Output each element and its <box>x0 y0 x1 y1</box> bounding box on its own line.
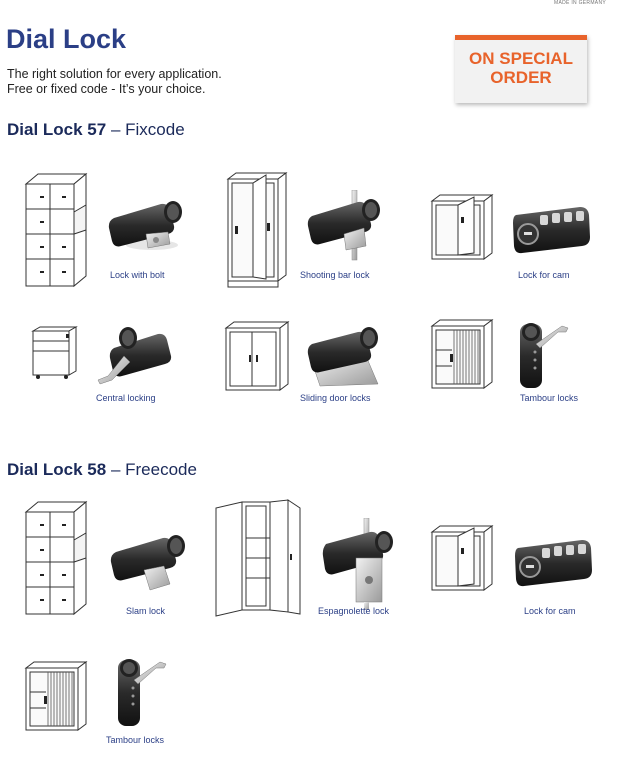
badge-line-1: ON SPECIAL <box>469 49 573 68</box>
dial-lock-espagnolette-image <box>322 518 393 610</box>
item-57-1-caption: Lock with bolt <box>110 270 165 280</box>
badge-text: ON SPECIAL ORDER <box>455 49 587 87</box>
item-57-5-caption: Sliding door locks <box>300 393 371 403</box>
low-cabinet-icon <box>430 525 494 591</box>
dial-lock-tambour-image <box>520 323 569 388</box>
locker-cabinet-icon <box>24 500 88 616</box>
locker-cabinet-icon <box>24 172 88 288</box>
section-57-model: Dial Lock 57 <box>7 120 107 139</box>
section-58-variant: – Freecode <box>110 460 197 479</box>
wardrobe-cabinet-icon <box>226 172 288 288</box>
item-58-4-caption: Tambour locks <box>106 735 165 745</box>
tambour-cabinet-icon <box>430 319 494 389</box>
section-58-heading: Dial Lock 58 – Freecode <box>7 460 197 480</box>
dial-lock-cam-image <box>513 207 590 254</box>
item-58-1-caption: Slam lock <box>126 606 166 616</box>
subtitle-line-1: The right solution for every application… <box>7 67 222 81</box>
dial-lock-sliding-image <box>307 327 379 387</box>
item-57-2-caption: Shooting bar lock <box>300 270 370 280</box>
dial-lock-cam-image <box>515 540 592 587</box>
low-cabinet-icon <box>430 194 494 260</box>
sliding-door-cabinet-icon <box>224 321 290 391</box>
open-wardrobe-icon <box>215 499 301 617</box>
dial-lock-tambour-image <box>118 659 167 726</box>
item-57-3-caption: Lock for cam <box>518 270 570 280</box>
made-in-label: MADE IN GERMANY <box>553 0 606 6</box>
drawer-pedestal-icon <box>31 326 78 379</box>
section-58-model: Dial Lock 58 <box>7 460 107 479</box>
badge-accent-bar <box>455 35 587 40</box>
item-57-6-caption: Tambour locks <box>520 393 579 403</box>
section-57-heading: Dial Lock 57 – Fixcode <box>7 120 185 140</box>
dial-lock-central-image <box>97 327 172 385</box>
subtitle-line-2: Free or fixed code - It’s your choice. <box>7 82 206 96</box>
item-58-2-caption: Espagnolette lock <box>318 606 390 616</box>
page-title: Dial Lock <box>6 24 127 54</box>
section-57-variant: – Fixcode <box>110 120 185 139</box>
special-order-badge: ON SPECIAL ORDER <box>455 35 587 103</box>
dial-lock-bolt-image <box>108 201 182 250</box>
page-subtitle: The right solution for every application… <box>7 67 222 97</box>
item-57-4-caption: Central locking <box>96 393 156 403</box>
dial-lock-shooting-bar-image <box>307 190 380 261</box>
badge-line-2: ORDER <box>490 68 552 87</box>
item-58-3-caption: Lock for cam <box>524 606 576 616</box>
tambour-cabinet-icon <box>24 661 88 731</box>
dial-lock-slam-image <box>110 535 185 591</box>
